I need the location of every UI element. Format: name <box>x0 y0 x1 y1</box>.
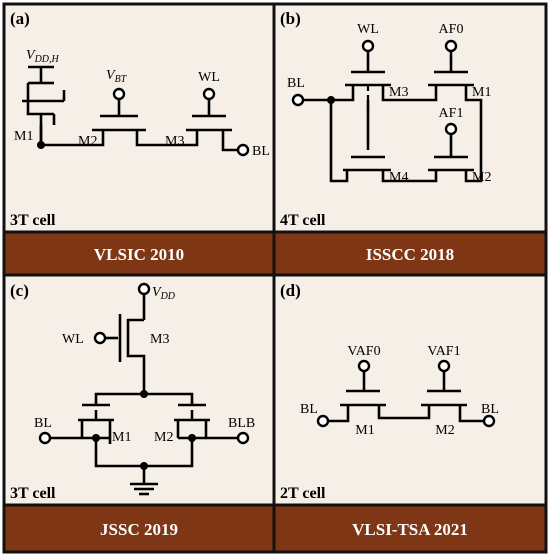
panel-c-cell-name: 3T cell <box>10 485 56 502</box>
panel-b-m4-label: M4 <box>389 170 408 185</box>
panel-a-cell-name: 3T cell <box>10 212 56 229</box>
panel-a-m1-label: M1 <box>14 129 33 144</box>
panel-c-blb-label: BLB <box>228 416 255 431</box>
panel-b-banner <box>274 232 546 275</box>
banner-a-text: VLSIC 2010 <box>94 245 184 264</box>
panel-d-background <box>274 275 546 505</box>
panel-a-label: (a) <box>10 9 30 28</box>
panel-b-schematic <box>291 39 483 183</box>
panel-a-vbt-label: VBT <box>106 68 128 85</box>
panel-d-banner <box>274 505 546 552</box>
panel-c-m2-label: M2 <box>154 430 173 445</box>
panel-a-schematic <box>22 65 250 157</box>
panel-a-background <box>4 4 274 232</box>
banner-b-text: ISSCC 2018 <box>366 245 454 264</box>
panel-c-vdd-label: VDD <box>152 285 176 302</box>
panel-c-label: (c) <box>10 281 29 300</box>
banner-d-text: VLSI-TSA 2021 <box>352 520 468 539</box>
panel-d-cell-name: 2T cell <box>280 485 326 502</box>
panel-d-vaf0-label: VAF0 <box>347 344 380 359</box>
panel-b-wl-label: WL <box>357 22 379 37</box>
panel-b-bl-label: BL <box>287 76 305 91</box>
panel-b-af1-label: AF1 <box>439 106 464 121</box>
panel-c-m1-label: M1 <box>112 430 131 445</box>
panel-c-bl-label: BL <box>34 416 52 431</box>
panel-b-af0-label: AF0 <box>439 22 464 37</box>
banner-c-text: JSSC 2019 <box>100 520 178 539</box>
panel-d-bl-right-label: BL <box>481 402 499 417</box>
panel-a-vdd-label: VDD,H <box>26 48 60 65</box>
panel-b-m2-label: M2 <box>472 170 491 185</box>
panel-c-banner <box>4 505 274 552</box>
panel-d-vaf1-label: VAF1 <box>427 344 460 359</box>
panel-d-m1-label: M1 <box>355 423 374 438</box>
panel-b-m1-label: M1 <box>472 85 491 100</box>
panel-b-cell-name: 4T cell <box>280 212 326 229</box>
panel-c-wl-label: WL <box>62 332 84 347</box>
panel-a-m2-label: M2 <box>78 134 97 149</box>
panel-b-label: (b) <box>280 9 301 28</box>
panel-d-label: (d) <box>280 281 301 300</box>
panel-d-schematic <box>316 359 496 428</box>
panel-a-wl-label: WL <box>198 70 220 85</box>
panel-d-bl-left-label: BL <box>300 402 318 417</box>
panel-c-m3-label: M3 <box>150 332 169 347</box>
panel-b-background <box>274 4 546 232</box>
panel-b-m3-label: M3 <box>389 85 408 100</box>
panel-a-m3-label: M3 <box>165 134 184 149</box>
panel-c-schematic <box>38 282 250 496</box>
panel-d-m2-label: M2 <box>435 423 454 438</box>
panel-c-background <box>4 275 274 505</box>
panel-a-bl-label: BL <box>252 144 270 159</box>
panel-a-banner <box>4 232 274 275</box>
